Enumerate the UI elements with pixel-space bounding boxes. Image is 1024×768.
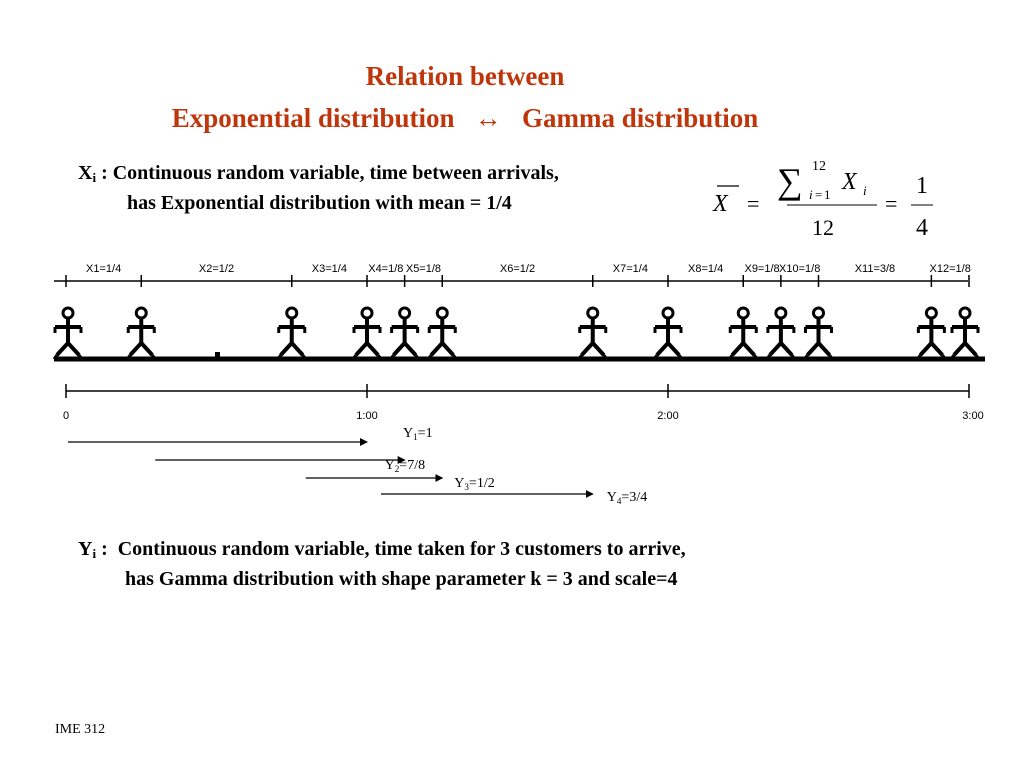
gamma-interval-label: Y4=3/4: [606, 490, 648, 506]
stick-figure-icon: [765, 306, 797, 360]
y-definition-line-2: has Gamma distribution with shape parame…: [125, 568, 678, 590]
stick-figure-icon: [126, 306, 157, 360]
stick-figure-icon: [427, 306, 458, 360]
sum-variable-sub: i: [863, 183, 867, 198]
interarrival-label: X12=1/8: [929, 263, 971, 275]
equals-1: =: [747, 191, 759, 216]
time-axis-label: 1:00: [356, 410, 378, 422]
stick-figure-icon: [949, 306, 981, 360]
gamma-intervals: [68, 438, 594, 498]
customer-figures: [52, 306, 981, 360]
sigma-symbol: ∑: [777, 161, 803, 201]
stick-figure-icon: [728, 306, 759, 360]
interarrival-label: X5=1/8: [405, 263, 442, 275]
interarrival-label: X8=1/4: [688, 263, 724, 275]
stick-figure-icon: [276, 306, 307, 360]
sum-index-eq: =: [815, 187, 822, 202]
xbar-symbol: X: [712, 191, 729, 217]
interarrival-label: X3=1/4: [311, 263, 347, 275]
interarrival-label: X10=1/8: [779, 263, 821, 275]
interarrival-label: X9=1/8: [744, 263, 780, 275]
time-axis-label: 3:00: [962, 410, 984, 422]
gamma-interval-label: Y2=7/8: [384, 458, 426, 474]
interarrival-label: X2=1/2: [198, 263, 235, 275]
gamma-interval-label: Y1=1: [403, 426, 433, 442]
x-symbol: X: [78, 162, 93, 184]
x-definition-line-1: Xi : Continuous random variable, time be…: [78, 161, 559, 185]
y-definition-text: : Continuous random variable, time taken…: [96, 538, 686, 560]
stick-figure-icon: [916, 306, 947, 360]
title-line-1: Relation between: [365, 61, 565, 91]
y-definition-line-1: Yi : Continuous random variable, time ta…: [78, 537, 686, 561]
y-symbol: Y: [78, 538, 93, 560]
stick-figure-icon: [52, 306, 84, 360]
stick-figure-icon: [652, 306, 684, 360]
sum-variable: X: [841, 169, 858, 195]
time-axis-ticks: [65, 384, 970, 398]
time-axis-label: 0: [62, 410, 70, 422]
ground-marker: [215, 352, 220, 360]
sum-upper: 12: [812, 159, 826, 174]
sum-index: i: [809, 187, 813, 202]
interarrival-label: X1=1/4: [86, 263, 122, 275]
gamma-interval-label: Y3=1/2: [454, 476, 495, 492]
y-subscript: i: [92, 546, 97, 561]
arrival-diagram: [52, 275, 985, 362]
mean-formula: X = ∑ 12 i = 1 X i 12 = 1 4: [712, 159, 933, 240]
stick-figure-icon: [389, 306, 420, 360]
stick-figure-icon: [577, 306, 608, 360]
sum-lower: 1: [824, 187, 831, 202]
denominator: 12: [812, 215, 834, 240]
result-denominator: 4: [916, 215, 928, 240]
interarrival-label: X6=1/2: [499, 263, 536, 275]
interarrival-label: X11=3/8: [854, 263, 896, 275]
footer-course-code: IME 312: [55, 722, 106, 737]
stick-figure-icon: [351, 306, 383, 360]
equals-2: =: [885, 191, 897, 216]
x-definition-text: : Continuous random variable, time betwe…: [96, 162, 559, 184]
title-line-2: Exponential distribution ↔ Gamma distrib…: [171, 103, 759, 133]
interarrival-label: X4=1/8: [368, 263, 404, 275]
interarrival-label: X7=1/4: [612, 263, 648, 275]
interarrival-ticks: [65, 275, 970, 287]
time-axis: [65, 384, 970, 398]
stick-figure-icon: [803, 306, 834, 360]
x-subscript: i: [92, 170, 97, 185]
x-definition-line-2: has Exponential distribution with mean =…: [127, 192, 512, 214]
result-numerator: 1: [916, 173, 928, 199]
time-axis-label: 2:00: [657, 410, 679, 422]
